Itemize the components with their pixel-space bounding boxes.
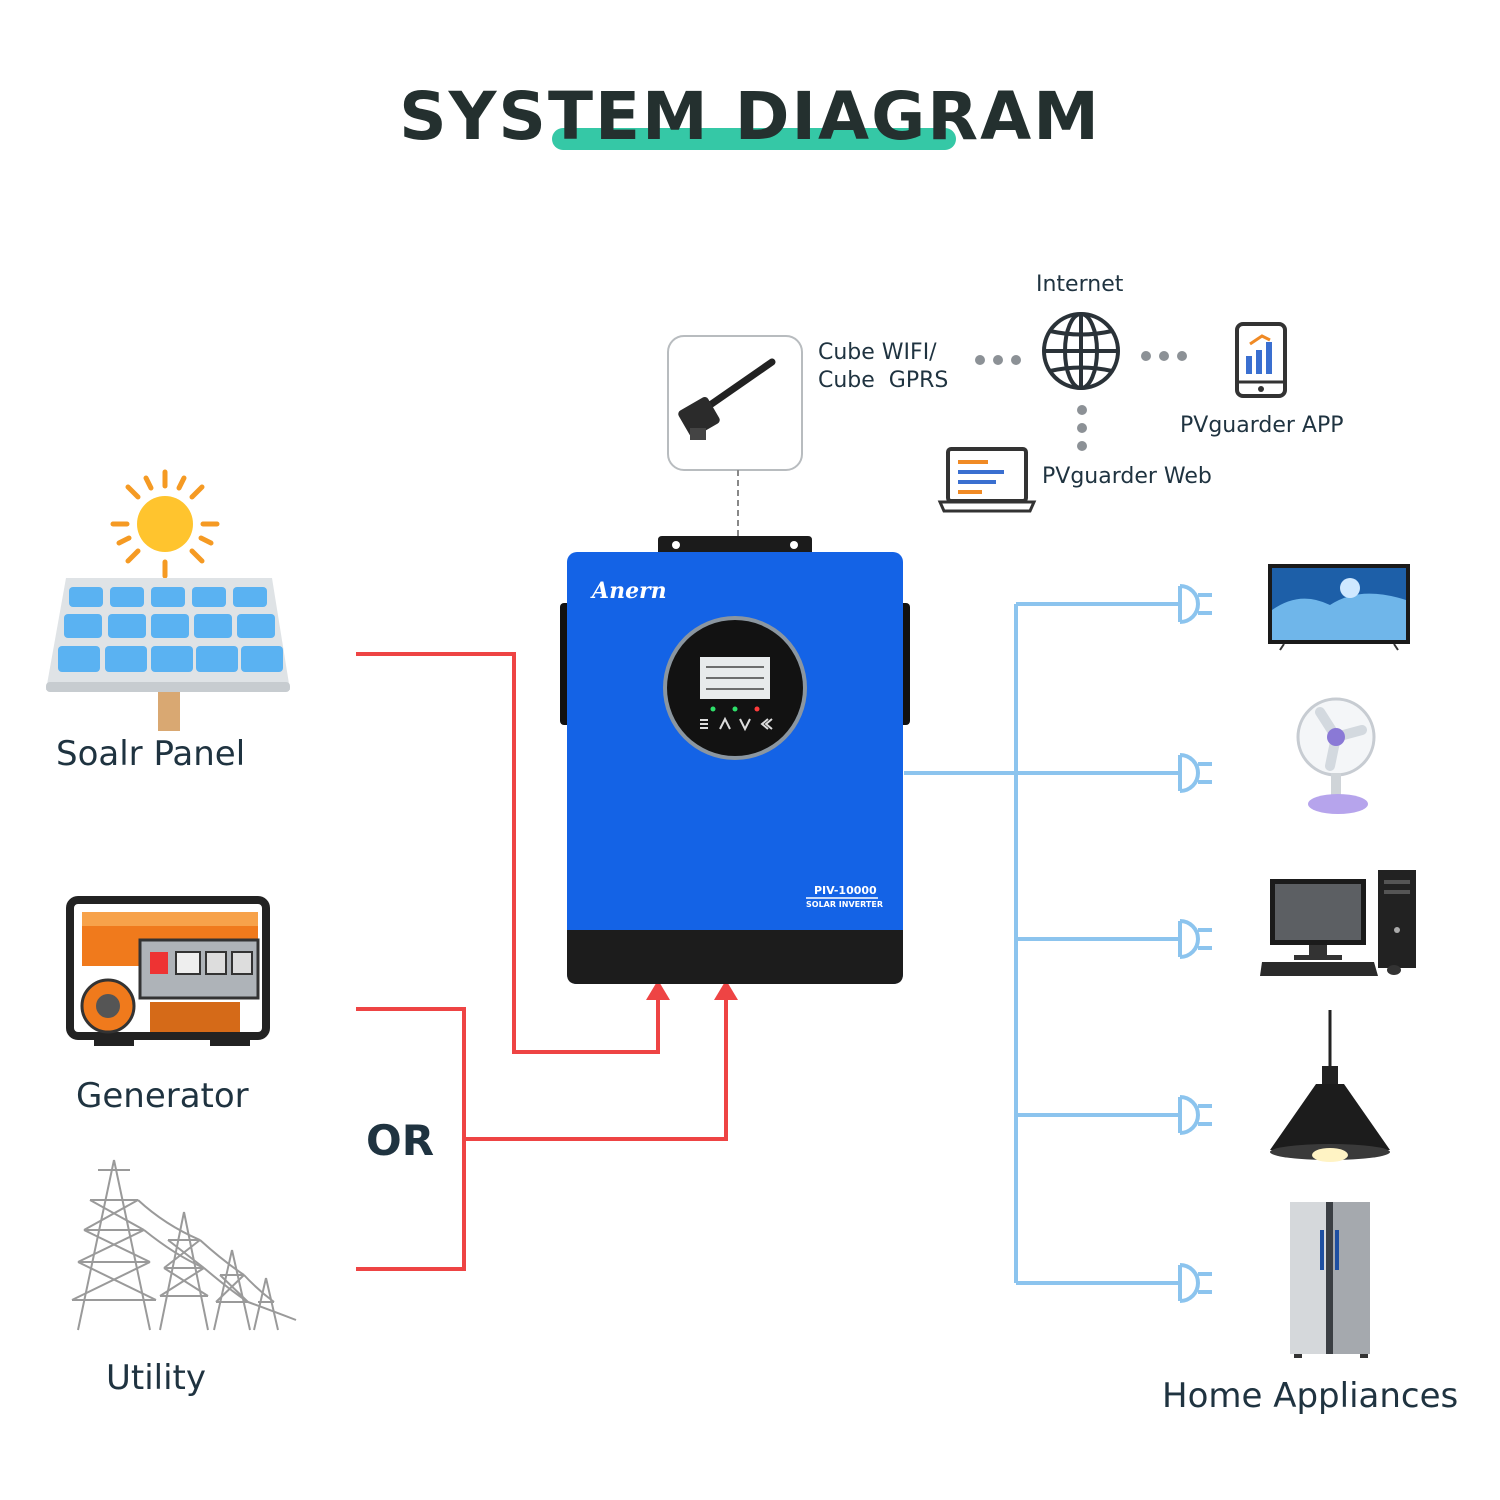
solar-panel-icon [46,578,290,731]
plug-icon [1178,753,1212,793]
generator-label: Generator [76,1076,249,1116]
inverter-base [567,930,903,984]
plug-icon [1178,584,1212,624]
solar-line [356,652,660,1054]
module-label-line2: Cube GPRS [818,368,949,393]
inverter-subtitle: SOLAR INVERTER [806,900,884,909]
grid-line [464,995,728,1141]
ac-input-arrow [714,980,738,1000]
inverter [560,536,910,984]
plug-icon [1178,1095,1212,1135]
page-title: SYSTEM DIAGRAM [399,78,1101,155]
mount-bracket [658,536,812,552]
plug-icon [1178,1263,1212,1303]
generator-icon [66,896,270,1046]
input-lines [356,652,728,1271]
internet-label: Internet [1036,272,1124,297]
dot-connectors [975,351,1187,451]
web-label: PVguarder Web [1042,464,1212,489]
laptop-web-icon [937,447,1037,513]
wifi-module-card [667,335,803,471]
module-label-line1: Cube WIFI/ [818,340,937,365]
utility-tower-icon [71,1159,297,1331]
title-underline [552,128,956,150]
brand-logo: Anern [592,578,667,604]
app-label: PVguarder APP [1180,413,1344,438]
home-appliances-label: Home Appliances [1162,1376,1459,1416]
inverter-model: PIV-10000 [814,884,877,897]
utility-label: Utility [106,1358,207,1398]
plug-icon [1178,919,1212,959]
sun-icon [110,469,220,579]
phone-app-icon [1235,322,1287,398]
or-label: OR [366,1116,435,1165]
globe-icon [1042,312,1120,390]
plug-icons [1178,584,1212,1303]
solar-panel-label: Soalr Panel [56,734,246,774]
pv-input-arrow [646,980,670,1000]
output-lines [904,602,1180,1285]
